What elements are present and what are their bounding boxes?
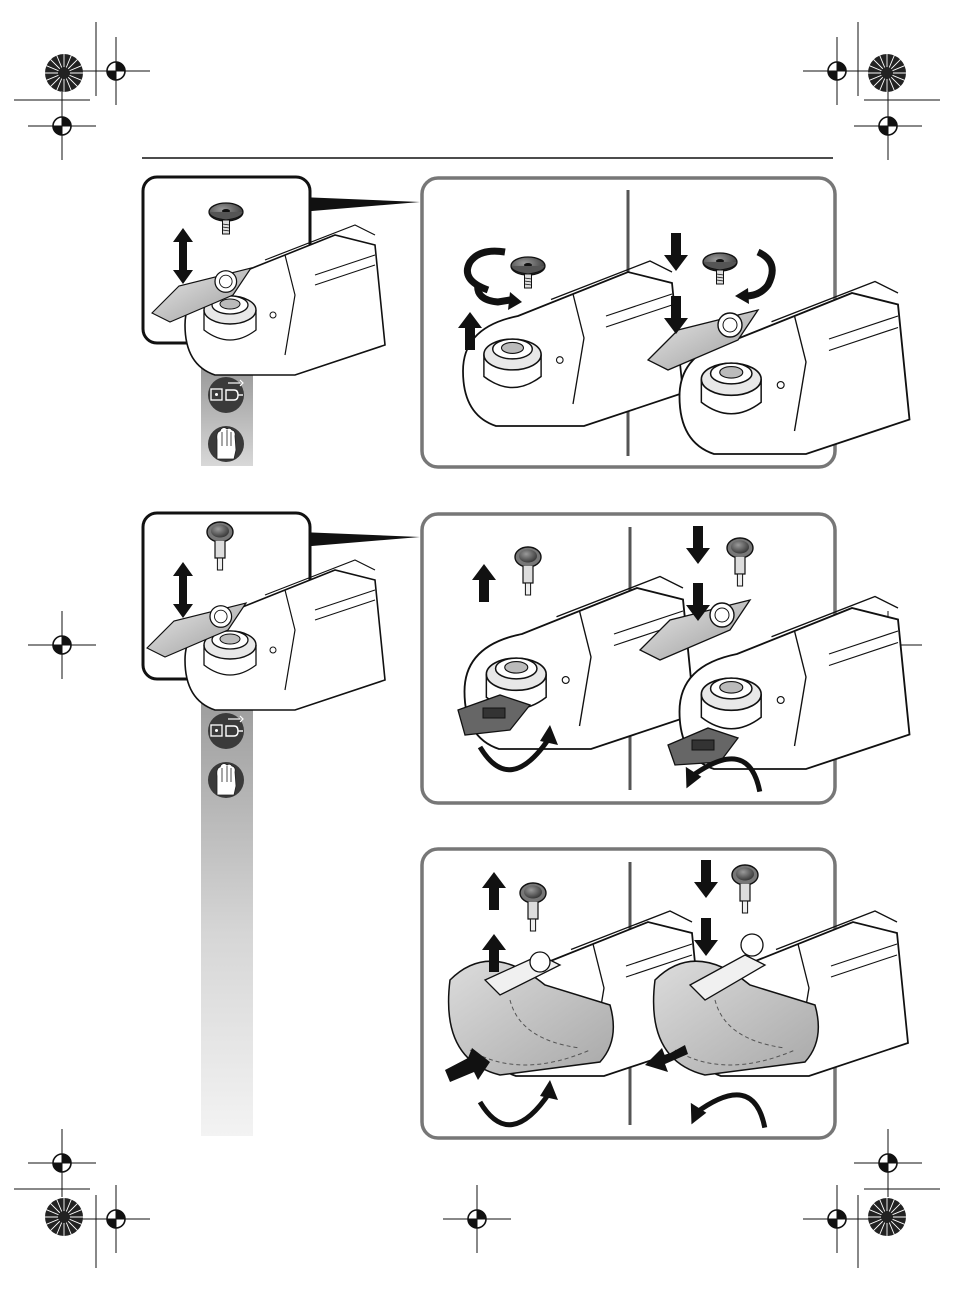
gloves-icon — [208, 426, 244, 462]
safety-strip-2 — [201, 688, 253, 1136]
step-panel-1 — [422, 178, 910, 467]
step-panel-2 — [422, 514, 910, 812]
gloves-icon — [208, 762, 244, 798]
thumbnail-panel-2 — [143, 513, 420, 710]
unplug-icon — [208, 377, 244, 413]
unplug-icon — [208, 713, 244, 749]
step-panel-3 — [422, 849, 908, 1148]
thumbnail-panel-1 — [143, 177, 420, 375]
